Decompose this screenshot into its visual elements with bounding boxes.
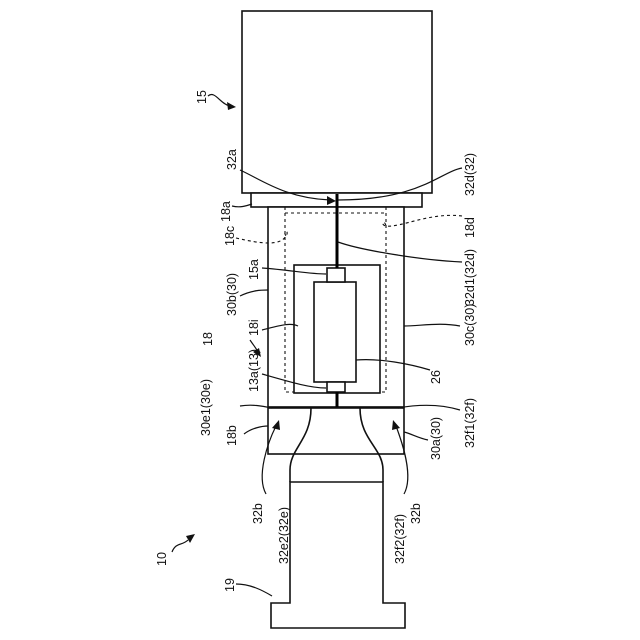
leader-15 <box>208 95 230 106</box>
leader-30a <box>404 432 428 440</box>
lower-block-18b <box>268 408 404 454</box>
element-26 <box>314 282 356 382</box>
label-30c: 30c(30) <box>463 304 477 346</box>
label-32d1: 32d1(32d) <box>463 249 477 306</box>
label-18: 18 <box>201 332 215 346</box>
label-18d: 18d <box>463 217 477 238</box>
label-32b-right: 32b <box>409 503 423 524</box>
connector-19 <box>271 482 405 628</box>
label-26: 26 <box>429 370 443 384</box>
label-32d: 32d(32) <box>463 153 477 196</box>
label-30b: 30b(30) <box>225 273 239 316</box>
label-30a: 30a(30) <box>429 417 443 460</box>
label-18i: 18i <box>247 319 261 336</box>
label-32a: 32a <box>225 149 239 170</box>
label-15: 15 <box>195 90 209 104</box>
label-13a: 13a(13) <box>247 349 261 392</box>
arrowhead-15 <box>227 102 236 110</box>
label-32f2: 32f2(32f) <box>393 514 407 564</box>
leader-32f1 <box>398 405 460 410</box>
label-18b: 18b <box>225 425 239 446</box>
label-30e1: 30e1(30e) <box>199 379 213 436</box>
label-18a: 18a <box>219 201 233 222</box>
label-32b-left: 32b <box>251 503 265 524</box>
leader-19 <box>236 584 272 596</box>
arrowhead-10 <box>186 534 195 543</box>
leader-30c <box>404 324 460 326</box>
leader-10 <box>172 540 188 552</box>
component-15-body <box>242 11 432 193</box>
terminal-15a <box>327 268 345 282</box>
label-19: 19 <box>223 578 237 592</box>
terminal-13a <box>327 382 345 392</box>
leader-18a <box>232 204 252 207</box>
label-18c: 18c <box>223 226 237 246</box>
leader-18b <box>244 426 268 434</box>
leader-30b <box>240 290 268 296</box>
label-15a: 15a <box>247 259 261 280</box>
label-32f1: 32f1(32f) <box>463 398 477 448</box>
label-10: 10 <box>155 552 169 566</box>
label-32e2: 32e2(32e) <box>277 507 291 564</box>
